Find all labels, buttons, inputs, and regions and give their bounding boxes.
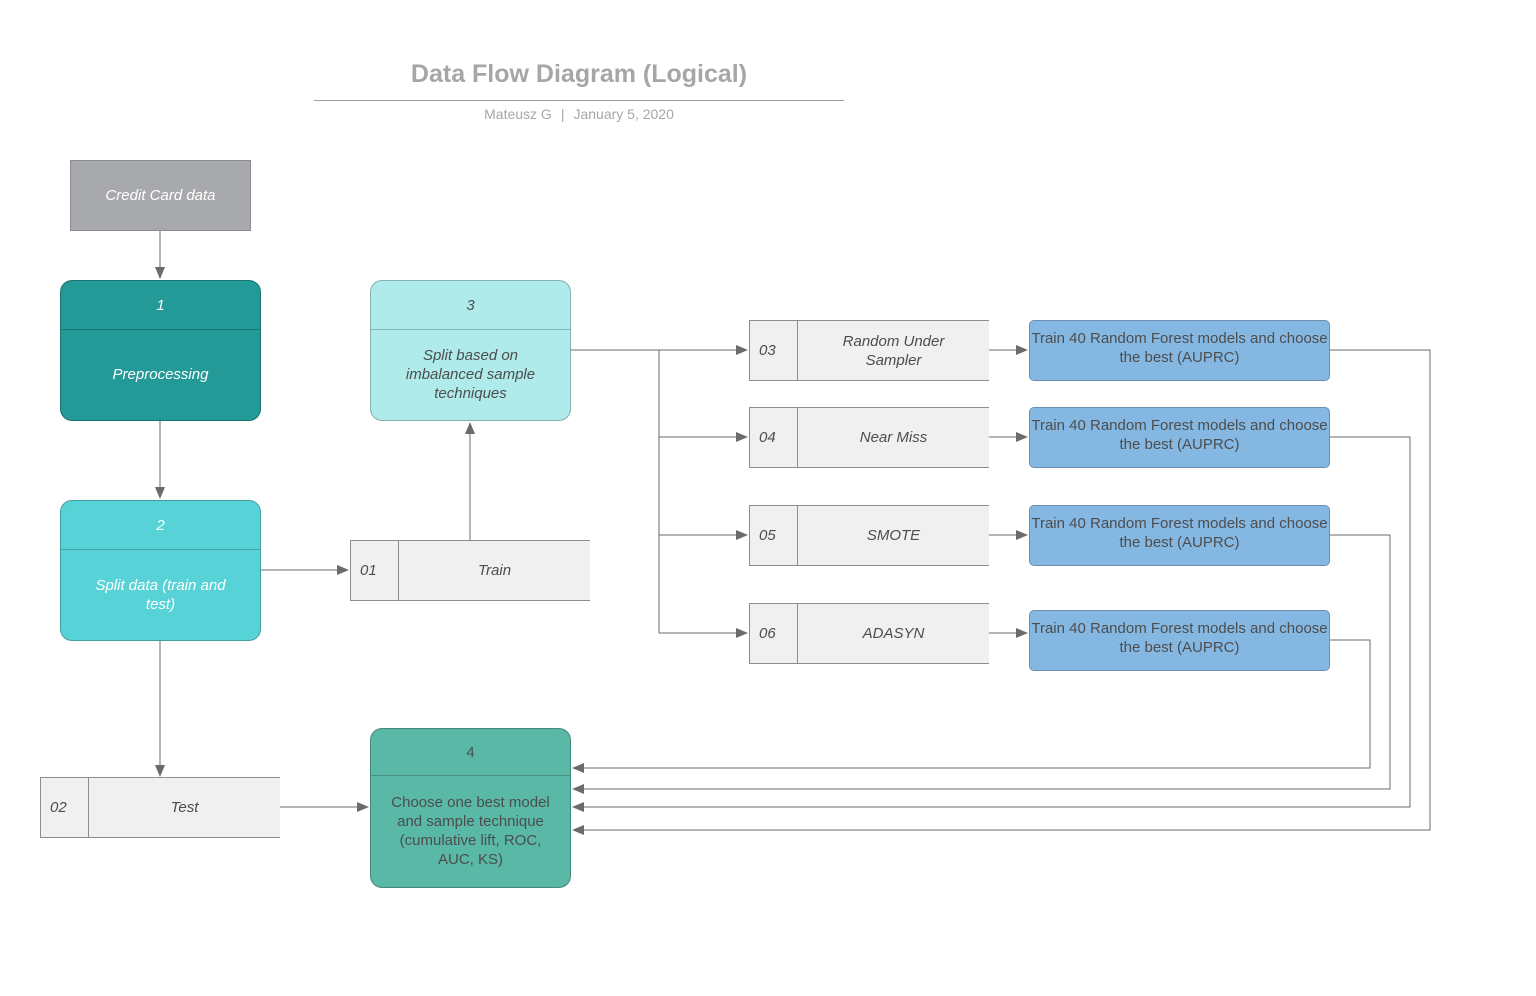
process-1-preprocessing[interactable]: 1 Preprocessing bbox=[60, 280, 261, 421]
diagram-subtitle: Mateusz G | January 5, 2020 bbox=[314, 106, 844, 122]
data-store-adasyn[interactable]: 06 ADASYN bbox=[749, 603, 989, 664]
external-entity-label: Credit Card data bbox=[105, 187, 216, 204]
data-store-label: Random Under Sampler bbox=[842, 332, 945, 369]
process-number: 1 bbox=[61, 281, 260, 330]
data-store-label: SMOTE bbox=[866, 527, 921, 544]
process-3-sampling[interactable]: 3 Split based on imbalanced sample techn… bbox=[370, 280, 571, 421]
data-store-id: 01 bbox=[351, 541, 399, 600]
process-label: Preprocessing bbox=[112, 366, 209, 383]
process-label: Split based on imbalanced sample techniq… bbox=[405, 347, 536, 402]
process-label: Choose one best model and sample techniq… bbox=[391, 794, 550, 868]
model-step-smote[interactable]: Train 40 Random Forest models and choose… bbox=[1029, 505, 1330, 566]
process-number: 2 bbox=[61, 501, 260, 550]
data-store-id: 04 bbox=[750, 408, 798, 467]
data-store-random-under-sampler[interactable]: 03 Random Under Sampler bbox=[749, 320, 989, 381]
process-number: 3 bbox=[371, 281, 570, 330]
data-store-near-miss[interactable]: 04 Near Miss bbox=[749, 407, 989, 468]
title-divider bbox=[314, 100, 844, 101]
model-step-adasyn[interactable]: Train 40 Random Forest models and choose… bbox=[1029, 610, 1330, 671]
external-entity-credit-card[interactable]: Credit Card data bbox=[70, 160, 251, 231]
data-store-smote[interactable]: 05 SMOTE bbox=[749, 505, 989, 566]
data-store-train[interactable]: 01 Train bbox=[350, 540, 590, 601]
flow-model1-to-choose bbox=[572, 349, 1431, 835]
data-store-label: Near Miss bbox=[859, 429, 928, 446]
data-store-label: ADASYN bbox=[862, 625, 925, 642]
flow-model3-to-choose bbox=[572, 534, 1391, 794]
data-store-test[interactable]: 02 Test bbox=[40, 777, 280, 838]
process-4-choose-best[interactable]: 4 Choose one best model and sample techn… bbox=[370, 728, 571, 888]
data-store-id: 06 bbox=[750, 604, 798, 663]
flow-model2-to-choose bbox=[572, 436, 1411, 812]
process-number: 4 bbox=[371, 729, 570, 776]
flow-model4-to-choose bbox=[572, 639, 1371, 773]
model-step-near-miss[interactable]: Train 40 Random Forest models and choose… bbox=[1029, 407, 1330, 468]
diagram-title: Data Flow Diagram (Logical) bbox=[410, 60, 748, 88]
author: Mateusz G bbox=[484, 106, 552, 122]
data-store-label: Test bbox=[170, 799, 199, 816]
process-label: Split data (train and test) bbox=[95, 576, 226, 613]
process-2-split-data[interactable]: 2 Split data (train and test) bbox=[60, 500, 261, 641]
date: January 5, 2020 bbox=[573, 106, 674, 122]
data-store-id: 03 bbox=[750, 321, 798, 380]
data-store-id: 05 bbox=[750, 506, 798, 565]
model-step-random-under-sampler[interactable]: Train 40 Random Forest models and choose… bbox=[1029, 320, 1330, 381]
data-store-id: 02 bbox=[41, 778, 89, 837]
data-store-label: Train bbox=[477, 562, 512, 579]
subtitle-separator: | bbox=[560, 106, 565, 122]
